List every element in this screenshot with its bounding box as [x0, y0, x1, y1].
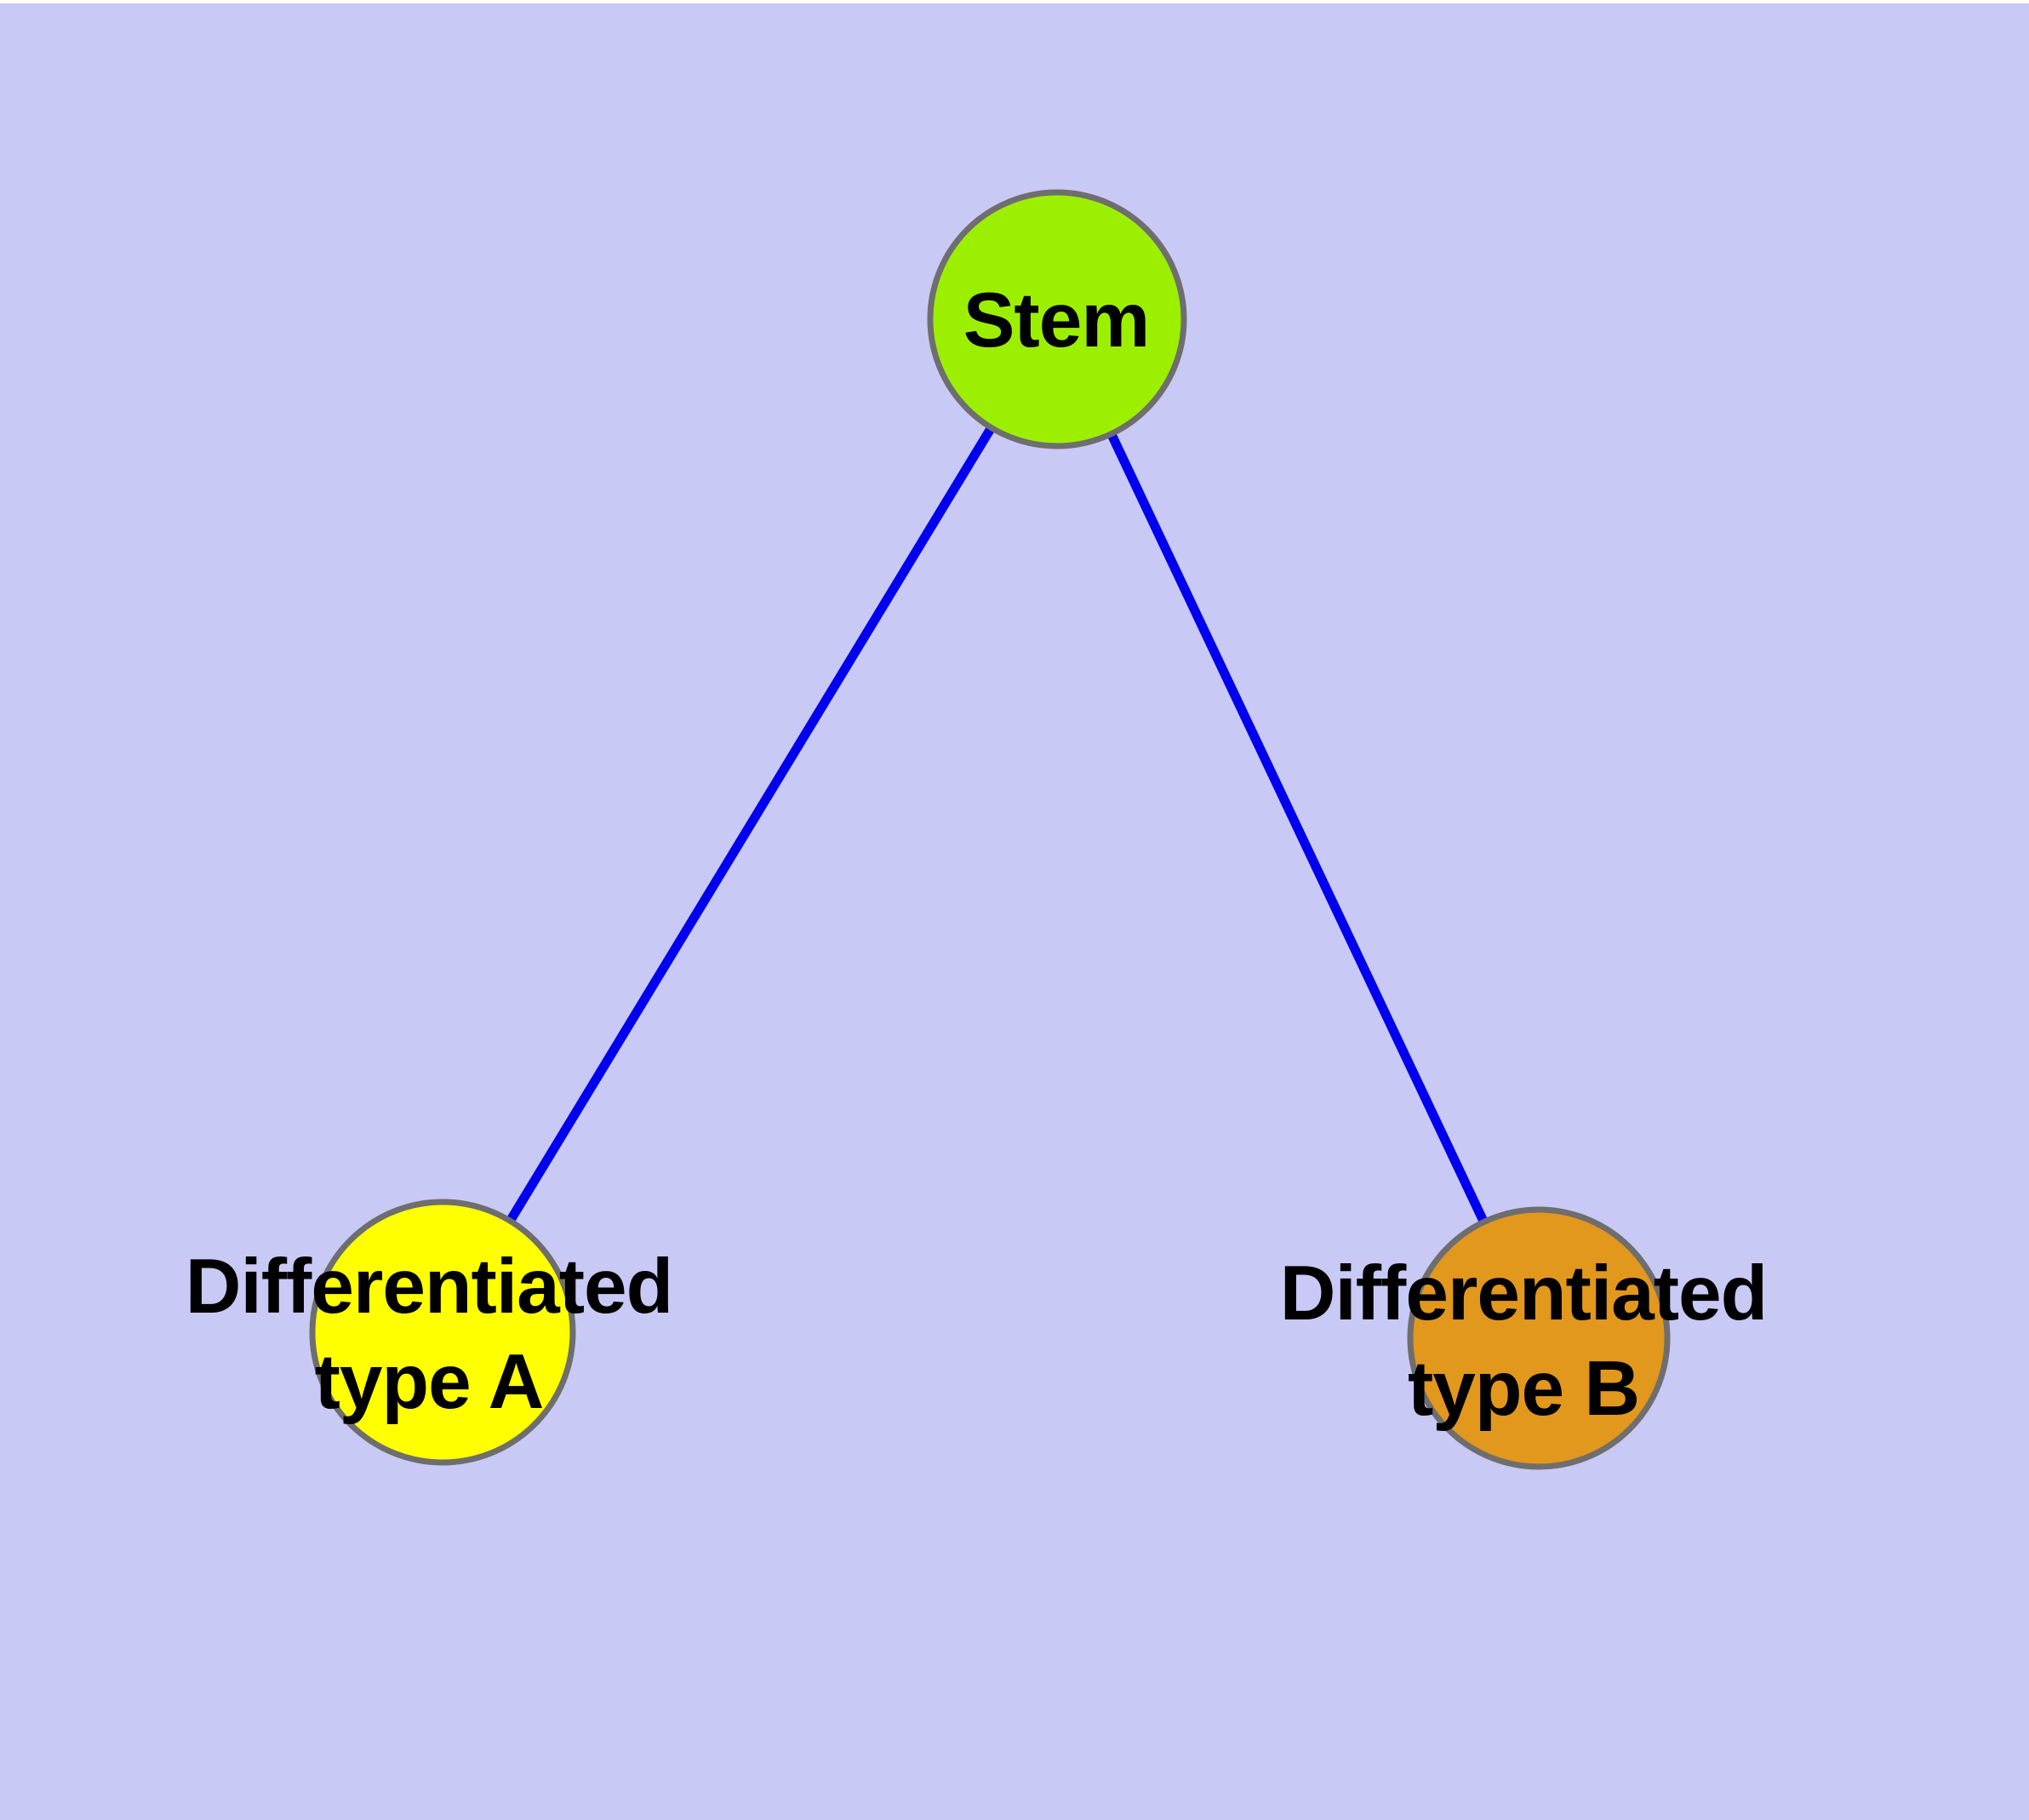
node-differentiated-type-a	[309, 1199, 576, 1466]
edge-stem-to-type-a	[438, 317, 1061, 1335]
edge-stem-to-type-b	[1053, 317, 1543, 1341]
top-margin-strip	[0, 0, 2029, 3]
node-differentiated-type-b	[1407, 1206, 1671, 1470]
node-stem	[927, 189, 1187, 449]
